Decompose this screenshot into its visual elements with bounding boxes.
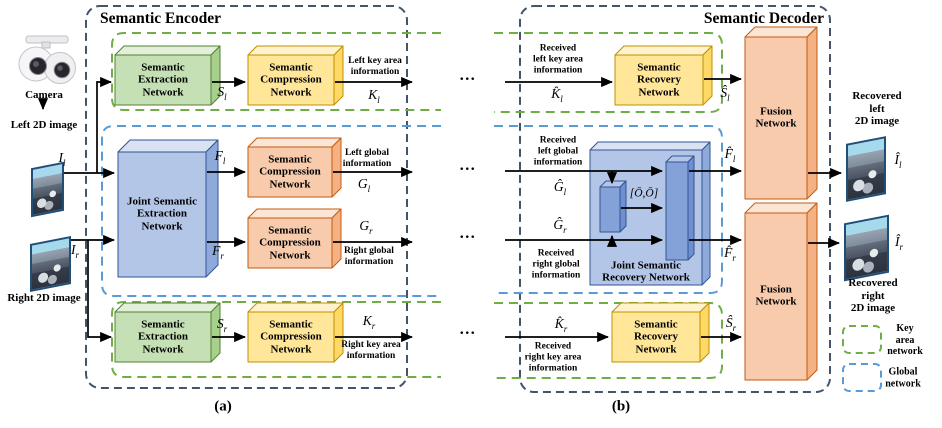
decoder-outline xyxy=(519,5,831,393)
label-f-r: Fr xyxy=(212,243,224,261)
label-s-r: Sr xyxy=(216,316,228,334)
label-i-l: Il xyxy=(58,150,66,168)
flow-right-global-label: Right global information xyxy=(344,246,394,267)
encoder-keyarea-left-dashedbox xyxy=(111,32,441,111)
semantic-compression-network-globalright-label: Semantic Compression Network xyxy=(259,224,321,262)
right-2d-image-photo xyxy=(30,236,71,292)
semantic-compression-network-keyleft-label: Semantic Compression Network xyxy=(260,61,322,99)
channel-dots-1: ... xyxy=(459,67,477,85)
semantic-extraction-network-left-box xyxy=(114,45,221,106)
fusion-network-bottom-box xyxy=(744,202,818,381)
encoder-global-dashedbox xyxy=(101,125,441,297)
fusion-network-top-box xyxy=(744,26,818,200)
label-i-r: Ir xyxy=(70,242,80,260)
flow-received-left-global-label: Received left global information xyxy=(533,135,583,168)
semantic-compression-network-keyright-label: Semantic Compression Network xyxy=(260,318,322,356)
camera-icon xyxy=(18,35,76,84)
network-boxes xyxy=(114,26,818,381)
label-k-r: Kr xyxy=(362,313,376,331)
decoder-keyarea-right-dashedbox xyxy=(494,302,723,379)
joint-semantic-extraction-network-label: Joint Semantic Extraction Network xyxy=(127,195,197,233)
label-ihat-l: Îl xyxy=(894,152,902,170)
semantic-compression-network-globalright-box xyxy=(247,208,342,269)
occlusion-estimation-inner-box xyxy=(599,180,627,233)
encoder-title: Semantic Encoder xyxy=(100,10,221,27)
channel-dots-4: ... xyxy=(459,321,477,339)
label-shat-r: Ŝr xyxy=(725,315,737,333)
legend-global-swatch xyxy=(842,363,882,392)
semantic-extraction-network-right-box xyxy=(114,302,221,363)
channel-dots-2: ... xyxy=(459,157,477,175)
label-g-l: Gl xyxy=(357,176,371,194)
joint-semantic-recovery-network-label: Joint Semantic Recovery Network xyxy=(602,259,690,284)
legend-keyarea-label: Key area network xyxy=(887,322,923,357)
decoder-keyarea-left-dashedbox xyxy=(494,32,723,113)
occlusion-pair-label: [Ō,Ō] xyxy=(629,187,659,200)
subfigure-a-label: (a) xyxy=(214,398,232,415)
label-khat-l: K̂l xyxy=(551,86,563,104)
label-ihat-r: Îr xyxy=(894,234,904,252)
semantic-compression-network-keyright-box xyxy=(247,302,344,363)
semantic-recovery-network-left-box xyxy=(614,45,713,106)
semantic-extraction-network-right-label: Semantic Extraction Network xyxy=(137,318,189,356)
recovered-right-2d-image-photo xyxy=(844,214,889,282)
label-ghat-r: Ĝr xyxy=(553,217,567,235)
decoder-title: Semantic Decoder xyxy=(703,10,824,27)
left-2d-image-photo xyxy=(31,161,64,218)
signal-connectors xyxy=(37,73,843,343)
fusion-network-bottom-label: Fusion Network xyxy=(755,283,797,308)
flow-right-key-area-label: Right key area information xyxy=(341,340,401,361)
label-s-l: Sl xyxy=(217,84,227,102)
label-k-l: Kl xyxy=(368,87,380,105)
label-g-r: Gr xyxy=(359,218,373,236)
semantic-compression-network-keyleft-box xyxy=(247,45,344,106)
legend-keyarea-swatch xyxy=(842,325,882,354)
semantic-recovery-network-right-box xyxy=(611,302,710,363)
semantic-compression-network-globalleft-box xyxy=(247,137,342,198)
legend-global-label: Global network xyxy=(885,366,921,390)
left-2d-image-label: Left 2D image xyxy=(10,118,78,131)
semantic-compression-network-globalleft-label: Semantic Compression Network xyxy=(259,153,321,191)
flow-received-left-key-label: Received left key area information xyxy=(533,43,583,76)
encoder-outline xyxy=(85,5,408,389)
channel-dots-3: ... xyxy=(459,225,477,243)
semantic-recovery-network-left-label: Semantic Recovery Network xyxy=(637,61,681,99)
semantic-recovery-network-right-label: Semantic Recovery Network xyxy=(634,318,678,356)
label-shat-l: Ŝl xyxy=(720,85,730,103)
recovered-left-2d-image-label: Recovered left 2D image xyxy=(852,90,902,128)
camera-label: Camera xyxy=(25,88,63,101)
label-fhat-l: F̂l xyxy=(724,146,736,164)
flow-left-key-area-label: Left key area information xyxy=(348,56,402,77)
decoder-global-dashedbox xyxy=(494,125,723,294)
dashed-outlines xyxy=(85,5,882,393)
right-2d-image-label: Right 2D image xyxy=(7,291,81,304)
label-khat-r: K̂r xyxy=(554,316,568,334)
label-fhat-r: F̂r xyxy=(724,245,736,263)
joint-semantic-extraction-network-box xyxy=(117,139,219,278)
flow-received-right-key-label: Received right key area information xyxy=(524,341,582,374)
label-f-l: Fl xyxy=(214,148,226,166)
subfigure-b-label: (b) xyxy=(611,398,631,415)
recovered-right-2d-image-label: Recovered right 2D image xyxy=(848,277,898,315)
joint-recovery-inner-tall-box xyxy=(665,155,695,261)
flow-received-right-global-label: Received right global information xyxy=(531,248,581,281)
recovered-left-2d-image-photo xyxy=(846,136,886,202)
semantic-extraction-network-left-label: Semantic Extraction Network xyxy=(137,61,189,99)
fusion-network-top-label: Fusion Network xyxy=(755,105,797,130)
flow-left-global-label: Left global information xyxy=(342,148,392,169)
label-ghat-l: Ĝl xyxy=(553,179,567,197)
